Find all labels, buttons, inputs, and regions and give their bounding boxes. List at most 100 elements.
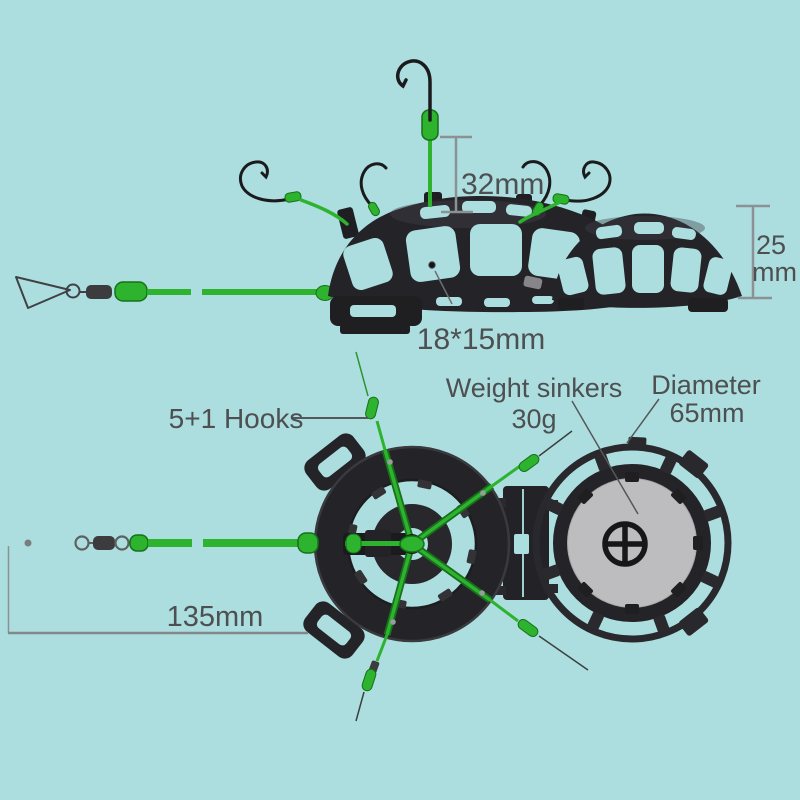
spoke <box>410 542 492 602</box>
outer-ring <box>314 446 510 642</box>
center-hub-knot <box>399 535 425 553</box>
hook-stopper <box>368 201 380 217</box>
leader-thin <box>538 635 589 671</box>
dim-label-135mm: 135mm <box>167 601 264 633</box>
cage-window <box>557 256 589 296</box>
green-line <box>148 539 192 547</box>
lid-tab <box>587 611 604 631</box>
leader-green <box>491 464 521 488</box>
dimension-25mm: 25 mm <box>736 204 797 300</box>
spoke <box>410 484 494 546</box>
hook-stopper <box>284 191 302 203</box>
label-diameter: Diameter 65mm <box>626 370 761 444</box>
leader-thin <box>355 351 369 397</box>
cage-window <box>405 226 461 282</box>
green-line <box>203 539 299 547</box>
hook-icon <box>521 160 552 207</box>
lid-band <box>553 464 711 622</box>
spoke-rivet <box>479 590 485 596</box>
cage-rim-slot <box>436 297 462 306</box>
crosshair-sinker-icon <box>602 521 648 567</box>
green-knot <box>297 532 319 554</box>
lid-inner-tabs <box>577 472 703 614</box>
lid-inner-tab <box>625 604 639 614</box>
green-knot <box>345 533 362 554</box>
bait-hole <box>428 261 436 269</box>
rim-tab <box>417 479 432 490</box>
lid-inner-tab <box>625 472 639 482</box>
hinge-mount <box>494 586 506 595</box>
label-hooks: 5+1 Hooks <box>169 403 368 434</box>
cage-window <box>703 257 733 295</box>
cage-top-slot <box>671 227 696 240</box>
hook-leaders <box>355 351 589 722</box>
cage-clip <box>523 275 543 290</box>
lid-bump <box>627 436 647 451</box>
cage-foot <box>558 298 584 310</box>
lid-bump <box>678 607 709 636</box>
label-bait-hole: 18*15mm <box>417 270 545 356</box>
cage-rim-slot <box>532 296 554 304</box>
barrel-swivel <box>86 285 112 299</box>
dim-label-32mm: 32mm <box>461 168 544 201</box>
spoke-rivet <box>390 619 396 625</box>
snap-clip-icon <box>15 276 71 309</box>
hook-icon <box>239 160 291 203</box>
leader-line <box>434 270 453 305</box>
hook-icon <box>359 162 388 208</box>
leader-stopper <box>518 453 540 473</box>
dimension-135mm: 135mm <box>7 546 308 635</box>
hook-icon <box>564 160 612 203</box>
cage-top-slot <box>634 222 664 234</box>
lid-tab <box>700 571 720 588</box>
cage-window <box>670 247 702 293</box>
leader-line <box>571 400 639 515</box>
lid-inner-tab <box>577 488 593 504</box>
rim-tab <box>437 588 453 602</box>
cage-top-slot <box>595 224 623 240</box>
main-line-bottom <box>24 532 319 554</box>
hook-leader <box>518 200 562 224</box>
leader-green <box>375 420 387 451</box>
spoke-line-left <box>345 541 411 546</box>
feeder-cage-side <box>523 213 742 312</box>
cage-foot <box>340 324 410 334</box>
line-ring-icon <box>114 535 130 551</box>
leader-green <box>375 634 389 662</box>
lid-tab <box>653 614 670 633</box>
line-ring-icon <box>74 535 90 551</box>
lid-connector-tabs <box>542 453 722 633</box>
spoke <box>383 449 414 545</box>
weight-value: 30g <box>511 404 556 434</box>
dim-label-25: 25 <box>756 230 786 260</box>
barrel-swivel <box>93 536 115 550</box>
bottom-view <box>24 351 732 722</box>
lid-top-circle <box>532 436 732 643</box>
leader-green <box>489 598 519 623</box>
label-18-15mm: 18*15mm <box>417 323 545 356</box>
loop-tab-hole <box>316 614 352 646</box>
rim-tab <box>466 549 477 564</box>
lid-tab <box>542 564 561 581</box>
leader-stopper <box>365 396 379 420</box>
cage-window <box>470 224 522 276</box>
lid-tab <box>594 453 611 472</box>
lid-tab <box>660 455 677 475</box>
cage-bottom-circle <box>303 433 511 659</box>
cage-window <box>592 247 626 295</box>
lid-tab <box>544 498 564 515</box>
top-hook-assembly <box>395 59 439 207</box>
diameter-value: 65mm <box>669 398 744 428</box>
lid-tab <box>703 505 722 522</box>
label-weight-sinkers: Weight sinkers 30g <box>446 373 639 515</box>
lid-inner-tab <box>693 536 703 550</box>
green-knot <box>129 534 149 552</box>
lid-inner-tab <box>671 488 687 504</box>
green-line <box>147 289 191 295</box>
line-spokes <box>345 449 495 636</box>
diameter-label: Diameter <box>651 370 761 400</box>
hinge-slot <box>514 534 529 554</box>
label-5plus1-hooks: 5+1 Hooks <box>169 403 304 434</box>
